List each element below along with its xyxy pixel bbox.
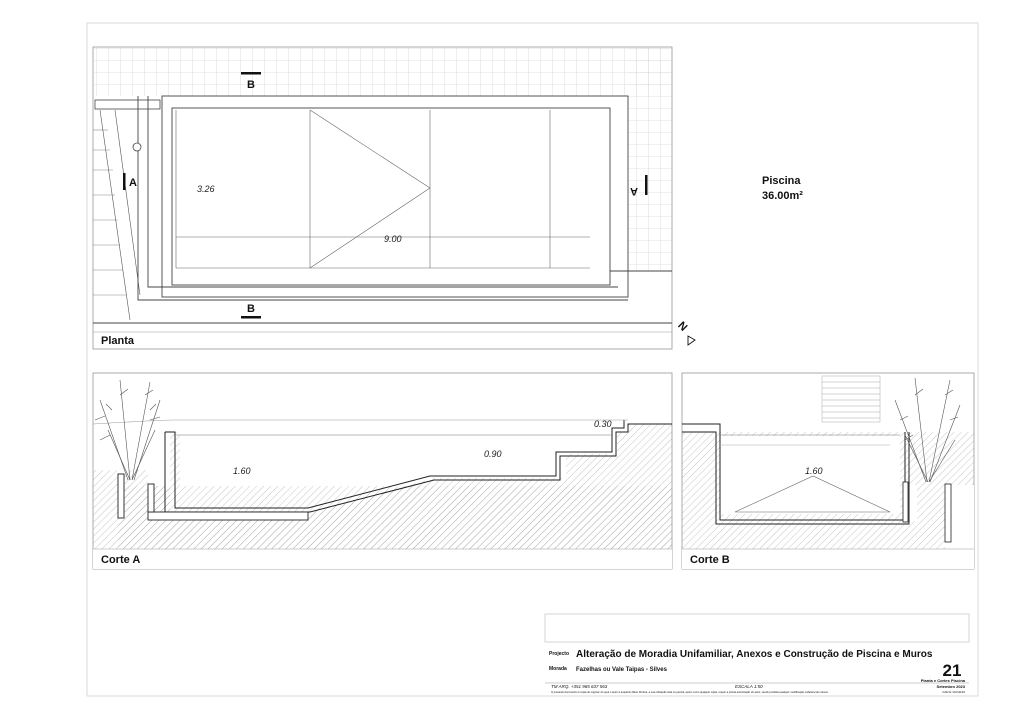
pool-name: Piscina [762,175,801,187]
section-a-right-label: A [630,185,638,197]
north-arrow-icon [687,335,696,346]
section-a-dim-deep: 1.60 [233,466,251,476]
section-b-bottom-label: B [247,303,255,315]
pool-floor-lines [175,109,590,269]
stairs-left [93,109,141,321]
section-a-right-marker [645,175,648,195]
pool-outline [93,95,672,324]
coping-bar [94,99,161,110]
stairs-elevation [821,375,881,423]
tile-strip [628,47,672,271]
sheet-border [86,22,979,697]
title-block-box [544,613,970,643]
copyright-note: O presente documento é cópia do original… [551,690,829,694]
architect-contact: TM ARQ. +351 965 637 563 [551,684,608,689]
section-b-top-marker [241,72,261,75]
section-b-view: 1.60 Corte B [681,372,975,570]
plan-label: Planta [101,335,135,347]
title-block: Projecto Alteração de Moradia Unifamilia… [544,613,970,694]
drawing-date: Setembro 2023 [937,684,966,689]
morada-value: Fazelhas ou Vale Taipas - Silves [576,667,668,673]
drain-icon [132,142,142,152]
plan-dim-length: 9.00 [384,234,402,244]
section-b-dim-deep: 1.60 [805,466,823,476]
section-b-label: Corte B [690,554,730,566]
projecto-value: Alteração de Moradia Unifamiliar, Anexos… [576,649,933,660]
north-label: N [675,320,689,334]
drawing-scale: ESCALA 1:50 [735,684,763,689]
section-b-bottom-marker [241,316,261,319]
sheet-number: 21 [943,661,962,680]
plan-dim-width: 3.26 [197,184,215,194]
section-b-top-label: B [247,79,255,91]
drawing-code: CAD E 1C2\1120 [942,690,965,694]
section-a-view: 1.60 0.90 0.30 Corte A [92,372,673,570]
pool-area: 36.00m² [762,190,803,202]
sheet-title: Planta e Cortes Piscina [921,678,966,683]
projecto-label: Projecto [549,651,569,657]
tile-grid [93,47,672,96]
palm-plant-left [94,379,161,481]
section-a-left-marker [123,173,126,190]
plan-view: A A B B 3.26 9.00 Planta N [92,46,696,350]
section-a-label: Corte A [101,554,140,566]
palm-plant-right [894,377,961,483]
section-a-dim-mid: 0.90 [484,449,502,459]
section-a-left-label: A [129,177,137,189]
morada-label: Morada [549,666,567,672]
section-a-dim-step: 0.30 [594,419,612,429]
